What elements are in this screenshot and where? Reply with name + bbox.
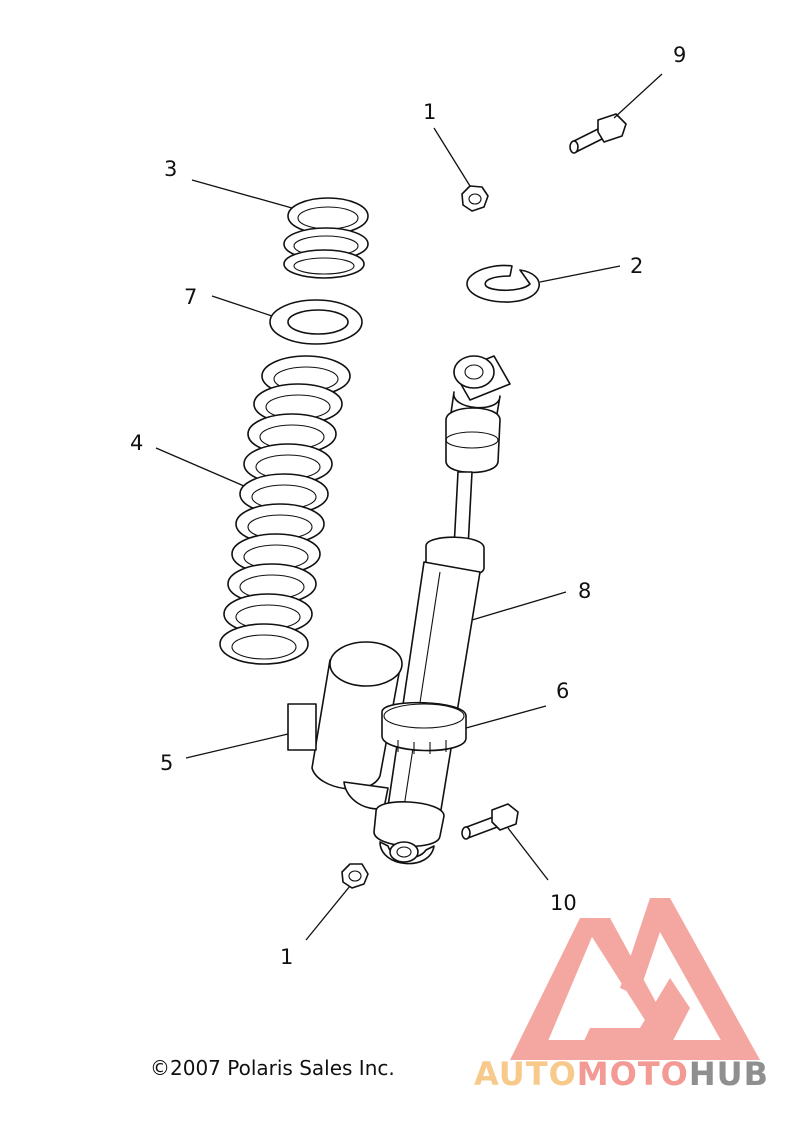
wordmark-auto: AUTO — [474, 1055, 577, 1093]
nut-part-1-bottom — [341, 863, 369, 889]
nut-part-1-top — [461, 185, 489, 212]
leader-9 — [613, 73, 663, 119]
callout-5: 5 — [160, 751, 173, 775]
shock-part-8 — [373, 355, 511, 865]
leader-1-bottom — [305, 885, 351, 941]
callout-1-top: 1 — [423, 100, 436, 124]
bolt-part-10 — [461, 803, 519, 840]
callout-8: 8 — [578, 579, 591, 603]
wordmark-hub: HUB — [688, 1055, 770, 1093]
leader-5 — [185, 733, 289, 759]
automotohub-logo-mark — [510, 898, 760, 1060]
callout-2: 2 — [630, 254, 643, 278]
callout-3: 3 — [164, 157, 177, 181]
spring-part-3 — [283, 197, 369, 279]
callout-numbers: 9 1 3 2 7 4 8 6 5 10 1 — [130, 43, 686, 969]
wordmark-moto: MOTO — [576, 1055, 689, 1093]
callout-4: 4 — [130, 431, 143, 455]
leader-2 — [539, 265, 621, 283]
leader-7 — [211, 295, 273, 317]
leader-4 — [155, 447, 245, 487]
leader-lines — [155, 73, 663, 941]
callout-9: 9 — [673, 43, 686, 67]
leader-1-top — [433, 127, 471, 187]
leader-3 — [191, 179, 293, 209]
leader-8 — [471, 591, 567, 621]
retainer-part-2 — [466, 264, 540, 303]
leader-10 — [507, 827, 549, 881]
callout-10: 10 — [550, 891, 577, 915]
spring-part-4 — [219, 355, 351, 665]
bolt-part-9 — [569, 113, 627, 154]
collar-part-6 — [381, 701, 467, 754]
leader-6 — [465, 705, 547, 729]
washer-part-7 — [269, 299, 363, 345]
callout-1-bottom: 1 — [280, 945, 293, 969]
reservoir-part-5 — [287, 641, 403, 810]
copyright-notice: ©2007 Polaris Sales Inc. — [150, 1056, 395, 1080]
automotohub-wordmark: AUTOMOTOHUB — [474, 1055, 769, 1093]
callout-7: 7 — [184, 285, 197, 309]
callout-6: 6 — [556, 679, 569, 703]
